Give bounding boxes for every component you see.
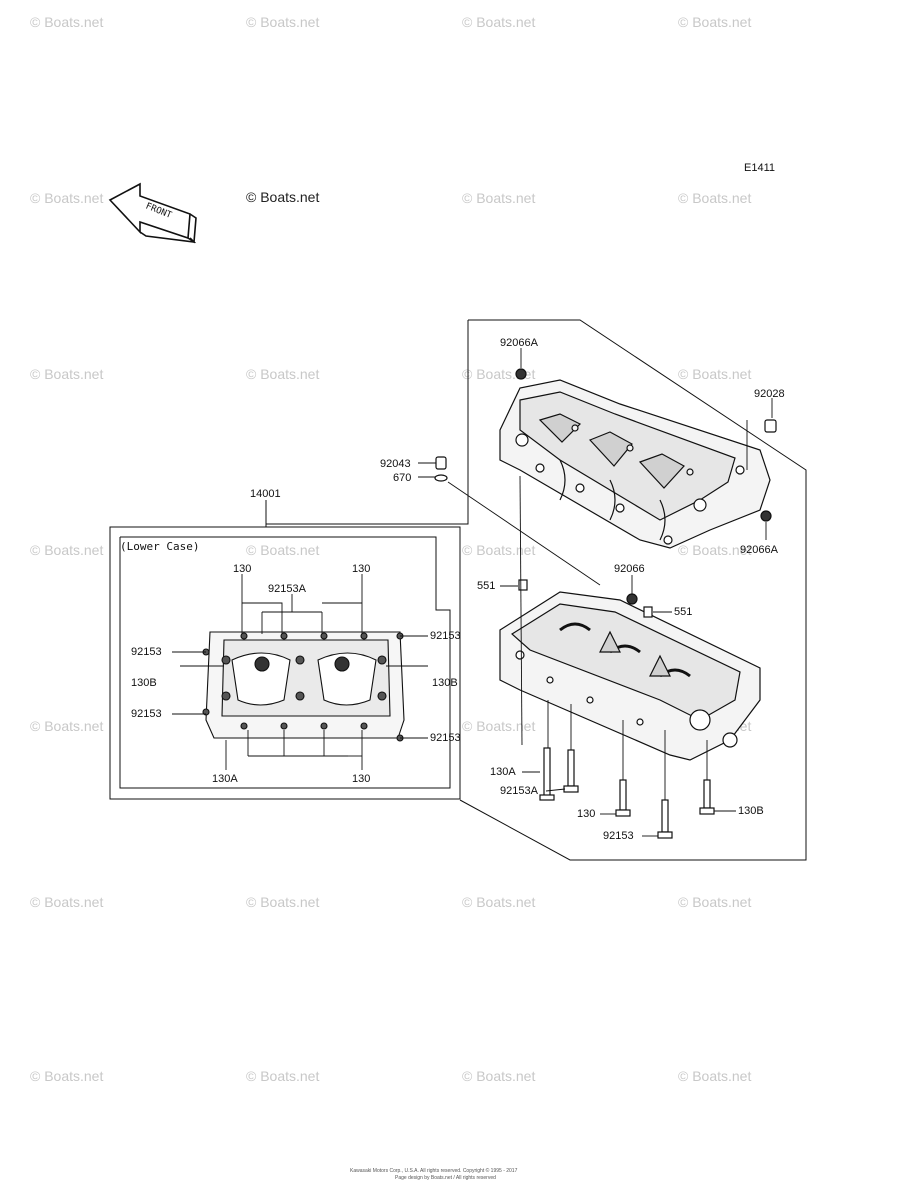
- watermark: © Boats.net: [462, 1068, 536, 1084]
- part-label-92028[interactable]: 92028: [754, 388, 785, 400]
- inset-leader-lines: [172, 574, 428, 770]
- watermark: © Boats.net: [30, 542, 104, 558]
- watermark: © Boats.net: [30, 1068, 104, 1084]
- leader-lines: [418, 348, 773, 837]
- watermark: © Boats.net: [678, 542, 752, 558]
- watermark: © Boats.net: [462, 190, 536, 206]
- part-label-92066a-bottom[interactable]: 92066A: [740, 544, 778, 556]
- watermark: © Boats.net: [246, 14, 320, 30]
- main-frame: [459, 319, 807, 861]
- inset-label-130a[interactable]: 130A: [212, 773, 238, 785]
- part-label-551-left[interactable]: 551: [477, 580, 496, 592]
- inset-label-130-tr[interactable]: 130: [352, 563, 371, 575]
- part-label-92066[interactable]: 92066: [614, 563, 645, 575]
- watermark: © Boats.net: [678, 190, 752, 206]
- part-label-130b[interactable]: 130B: [738, 805, 764, 817]
- part-label-670[interactable]: 670: [393, 472, 412, 484]
- part-label-130a[interactable]: 130A: [490, 766, 516, 778]
- watermark: © Boats.net: [462, 894, 536, 910]
- lower-case-inset: [109, 526, 461, 800]
- watermark-main: © Boats.net: [246, 189, 320, 205]
- part-label-551-right[interactable]: 551: [674, 606, 693, 618]
- watermark: © Boats.net: [246, 894, 320, 910]
- inset-label-92153-r1[interactable]: 92153: [430, 630, 461, 642]
- watermark: © Boats.net: [462, 718, 536, 734]
- part-label-130[interactable]: 130: [577, 808, 596, 820]
- watermark: © Boats.net: [678, 1068, 752, 1084]
- upper-crankcase: [499, 379, 771, 549]
- upper-frame: [266, 320, 469, 525]
- watermark: © Boats.net: [246, 542, 320, 558]
- lower-crankcase: [499, 591, 761, 761]
- part-label-92066a-top[interactable]: 92066A: [500, 337, 538, 349]
- inset-label-130-b[interactable]: 130: [352, 773, 371, 785]
- watermark: © Boats.net: [30, 366, 104, 382]
- watermark: © Boats.net: [462, 14, 536, 30]
- inset-label-130b-r[interactable]: 130B: [432, 677, 458, 689]
- lower-case-bottom-view: [202, 631, 405, 742]
- bolts: [539, 747, 715, 839]
- watermark: © Boats.net: [462, 542, 536, 558]
- watermark: © Boats.net: [678, 894, 752, 910]
- watermark: © Boats.net: [678, 14, 752, 30]
- watermark: © Boats.net: [678, 366, 752, 382]
- part-label-14001[interactable]: 14001: [250, 488, 281, 500]
- lower-case-label: (Lower Case): [120, 540, 200, 553]
- watermark: © Boats.net: [30, 894, 104, 910]
- inset-label-130b-l[interactable]: 130B: [131, 677, 157, 689]
- inset-label-92153-l2[interactable]: 92153: [131, 708, 162, 720]
- watermark: © Boats.net: [246, 366, 320, 382]
- part-label-92043[interactable]: 92043: [380, 458, 411, 470]
- part-label-92153[interactable]: 92153: [603, 830, 634, 842]
- part-label-92153a[interactable]: 92153A: [500, 785, 538, 797]
- watermark: © Boats.net: [30, 14, 104, 30]
- inset-label-92153-l1[interactable]: 92153: [131, 646, 162, 658]
- front-arrow-icon: FRONT: [108, 182, 197, 244]
- inset-label-92153-r2[interactable]: 92153: [430, 732, 461, 744]
- watermark: © Boats.net: [30, 190, 104, 206]
- footer-copyright: Kawasaki Motors Corp., U.S.A. All rights…: [350, 1168, 518, 1174]
- inset-label-130-tl[interactable]: 130: [233, 563, 252, 575]
- watermark: © Boats.net: [462, 366, 536, 382]
- diagram-code: E1411: [744, 162, 775, 174]
- watermark: © Boats.net: [30, 718, 104, 734]
- watermark: © Boats.net: [246, 1068, 320, 1084]
- footer-credit: Page design by Boats.net / All rights re…: [395, 1175, 496, 1181]
- inset-label-92153a[interactable]: 92153A: [268, 583, 306, 595]
